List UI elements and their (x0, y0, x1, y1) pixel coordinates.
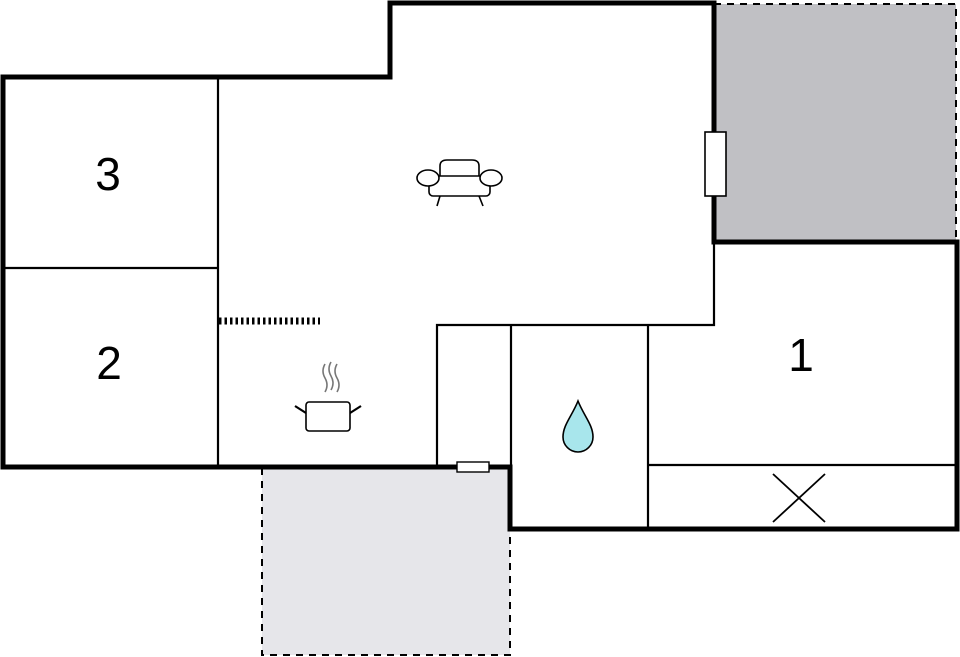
room-label-2: 2 (96, 337, 122, 389)
cross-icon (772, 473, 826, 523)
terrace-lower-left (261, 468, 511, 656)
terrace-upper-right (714, 3, 957, 242)
water-drop-icon (562, 398, 594, 453)
outer-walls (0, 0, 960, 532)
interior-walls (3, 77, 957, 529)
window (704, 131, 727, 197)
room-label-3: 3 (95, 148, 121, 200)
sofa-icon (416, 159, 503, 207)
cooking-pot-icon (294, 361, 362, 432)
room-label-1: 1 (788, 329, 814, 381)
door (456, 461, 490, 473)
